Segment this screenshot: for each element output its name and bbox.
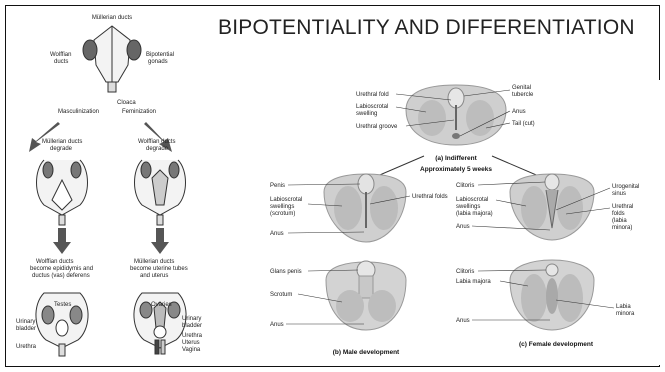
label-anus-female-top: Anus xyxy=(456,224,470,230)
label-anus-indifferent: Anus xyxy=(512,109,526,115)
label-cloaca: Cloaca xyxy=(117,100,136,106)
label-feminization: Feminization xyxy=(122,109,156,115)
male-mid-stage-drawing xyxy=(37,160,88,225)
arrow-down-left xyxy=(53,228,71,254)
label-mullerian-ducts: Müllerian ducts xyxy=(92,15,132,21)
label-labia-majora: Labia majora xyxy=(456,279,491,285)
label-urethra-female: Urethra xyxy=(182,333,203,339)
label-penis: Penis xyxy=(270,183,285,189)
caption-male-development: (b) Male development xyxy=(333,349,400,356)
female-mid-stage-drawing xyxy=(135,160,186,225)
label-anus-female-bottom: Anus xyxy=(456,318,470,324)
label-clitoris-top: Clitoris xyxy=(456,183,474,189)
label-masculinization: Masculinization xyxy=(58,109,99,115)
indifferent-ducts-drawing xyxy=(83,26,141,92)
label-anus-male-top: Anus xyxy=(270,231,284,237)
label-urethra-male: Urethra xyxy=(16,344,37,350)
label-testes: Testes xyxy=(54,302,71,308)
label-urethral-fold: Urethral fold xyxy=(356,92,389,98)
caption-indifferent: (a) Indifferent xyxy=(435,155,477,162)
label-vagina: Vagina xyxy=(182,347,201,353)
arrow-down-right xyxy=(151,228,169,254)
label-urethral-folds-male: Urethral folds xyxy=(412,194,448,200)
label-glans-penis: Glans penis xyxy=(270,269,302,275)
slide-title: BIPOTENTIALITY AND DIFFERENTIATION xyxy=(218,16,635,40)
caption-five-weeks: Approximately 5 weeks xyxy=(420,166,492,173)
caption-female-development: (c) Female development xyxy=(519,341,594,348)
label-scrotum: Scrotum xyxy=(270,292,292,298)
label-ovaries: Ovaries xyxy=(151,302,172,308)
label-urethral-groove: Urethral groove xyxy=(356,124,398,130)
label-uterus: Uterus xyxy=(182,340,200,346)
label-anus-male-bottom: Anus xyxy=(270,322,284,328)
label-clitoris-bottom: Clitoris xyxy=(456,269,474,275)
indifferent-stage-drawing xyxy=(406,85,506,145)
label-tail-cut: Tail (cut) xyxy=(512,121,535,127)
